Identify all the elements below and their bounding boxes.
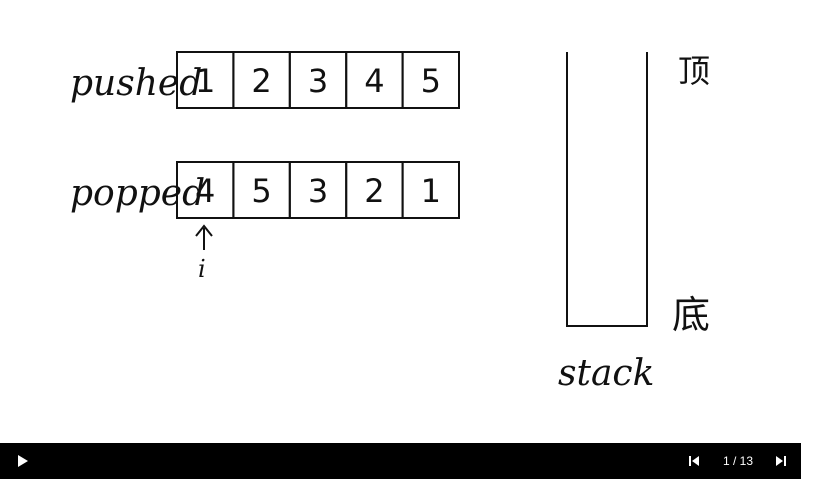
pushed-cell-value: 4 bbox=[364, 62, 384, 100]
pushed-cell bbox=[401, 51, 461, 109]
popped-cell bbox=[401, 161, 461, 219]
stack-label: stack bbox=[558, 353, 654, 394]
pointer-label: i bbox=[198, 255, 206, 283]
popped-cell-value: 5 bbox=[251, 172, 271, 210]
pushed-cell-value: 1 bbox=[195, 62, 215, 100]
play-icon bbox=[18, 455, 28, 467]
pushed-label: pushed bbox=[70, 63, 202, 104]
popped-cell-value: 2 bbox=[364, 172, 384, 210]
pushed-cell-value: 3 bbox=[308, 62, 328, 100]
popped-cell-value: 4 bbox=[195, 172, 215, 210]
pushed-cell-value: 2 bbox=[251, 62, 271, 100]
play-button[interactable] bbox=[8, 443, 36, 479]
stack-container bbox=[566, 52, 648, 327]
skip-previous-icon bbox=[689, 456, 699, 466]
previous-step-button[interactable] bbox=[680, 443, 708, 479]
player-control-bar: 1 / 13 bbox=[0, 443, 801, 479]
skip-next-icon bbox=[776, 456, 786, 466]
popped-cell-value: 3 bbox=[308, 172, 328, 210]
stack-bottom-label: 底 bbox=[672, 293, 710, 337]
stack-top-label: 顶 bbox=[678, 52, 710, 90]
popped-label: popped bbox=[70, 173, 205, 214]
pointer-arrow bbox=[195, 224, 213, 250]
next-step-button[interactable] bbox=[767, 443, 795, 479]
pushed-cell-value: 5 bbox=[421, 62, 441, 100]
popped-cell-value: 1 bbox=[421, 172, 441, 210]
step-counter: 1 / 13 bbox=[722, 454, 754, 468]
